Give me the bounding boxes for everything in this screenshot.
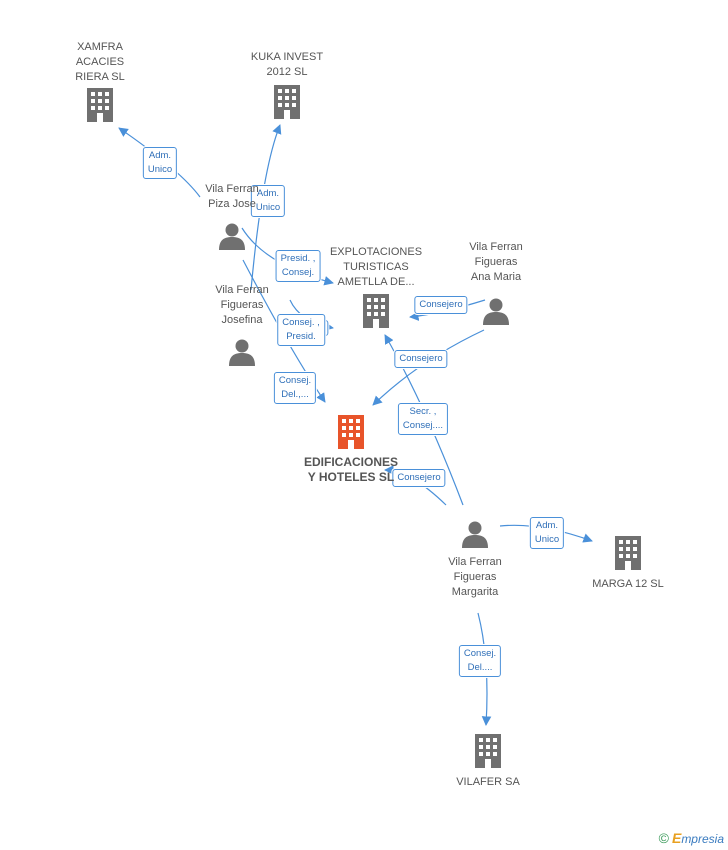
company-name-kuka[interactable]: KUKA INVEST 2012 SL <box>250 51 324 78</box>
brand-footer[interactable]: ©Empresia <box>659 830 724 846</box>
edge-role-label[interactable]: Consejero <box>414 296 468 314</box>
person-name-vf_piza[interactable]: Vila Ferran Piza Jose <box>205 183 259 210</box>
nodes-layer <box>87 85 641 768</box>
edge-role-label[interactable]: Adm. Unico <box>250 185 286 217</box>
building-icon[interactable] <box>363 294 389 328</box>
person-name-vf_josefina[interactable]: Vila Ferran Figueras Josefina <box>215 284 269 326</box>
building-icon[interactable] <box>87 88 113 122</box>
brand-logo-text: mpresia <box>681 832 724 846</box>
company-name-explot[interactable]: EXPLOTACIONES TURISTICAS AMETLLA DE... <box>329 246 423 288</box>
edge-role-label[interactable]: Adm. Unico <box>529 517 565 549</box>
edge-role-label[interactable]: Consejero <box>392 469 446 487</box>
brand-logo-initial: E <box>671 830 682 846</box>
person-icon[interactable] <box>483 298 509 326</box>
person-name-vf_ana[interactable]: Vila Ferran Figueras Ana Maria <box>469 241 523 283</box>
edge-role-label[interactable]: Consej. Del.... <box>458 645 502 677</box>
company-name-vilafer[interactable]: VILAFER SA <box>456 776 520 788</box>
person-icon[interactable] <box>219 223 245 251</box>
copyright-icon: © <box>658 830 669 846</box>
company-name-edif[interactable]: EDIFICACIONES Y HOTELES SL <box>303 455 398 484</box>
building-icon[interactable] <box>338 415 364 449</box>
edge-role-label[interactable]: Consej. , Presid. <box>277 314 325 346</box>
building-icon[interactable] <box>475 734 501 768</box>
edge-role-label[interactable]: Consej. Del.,... <box>273 372 317 404</box>
company-name-xamfra[interactable]: XAMFRA ACACIES RIERA SL <box>75 41 125 83</box>
edge-role-label[interactable]: Consejero <box>394 350 448 368</box>
person-icon[interactable] <box>462 521 488 549</box>
edge-role-label[interactable]: Presid. , Consej. <box>275 250 321 282</box>
edge-role-label[interactable]: Adm. Unico <box>142 147 178 179</box>
person-icon[interactable] <box>229 339 255 367</box>
company-name-marga[interactable]: MARGA 12 SL <box>592 578 664 590</box>
building-icon[interactable] <box>615 536 641 570</box>
person-name-vf_margarita[interactable]: Vila Ferran Figueras Margarita <box>448 556 502 598</box>
edge-role-label[interactable]: Secr. , Consej.... <box>397 403 449 435</box>
building-icon[interactable] <box>274 85 300 119</box>
